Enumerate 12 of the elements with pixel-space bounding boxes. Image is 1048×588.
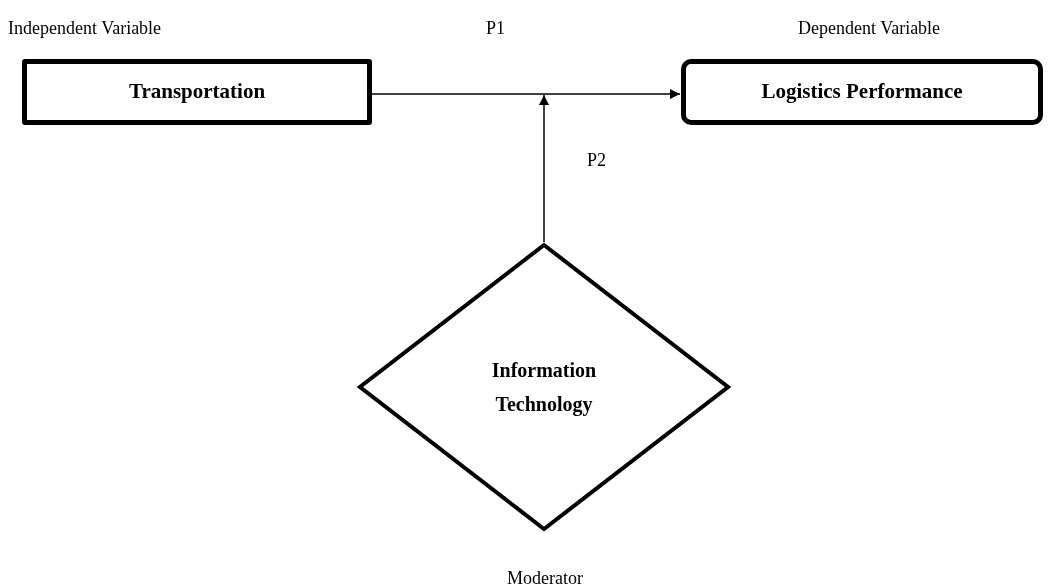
variable-box xyxy=(681,59,1043,125)
annotation-text: Moderator xyxy=(506,567,584,588)
annotation-text: P2 xyxy=(587,149,607,172)
node-label: Information Technology xyxy=(490,358,598,418)
annotation-text: Dependent Variable xyxy=(798,17,942,40)
annotation-text: Independent Variable xyxy=(8,17,163,40)
variable-box xyxy=(22,59,372,125)
node-label: Logistics Performance xyxy=(761,78,963,106)
arrow xyxy=(539,94,549,243)
annotation-text: P1 xyxy=(486,17,506,40)
node-label: Transportation xyxy=(128,78,266,106)
arrow xyxy=(371,89,681,99)
